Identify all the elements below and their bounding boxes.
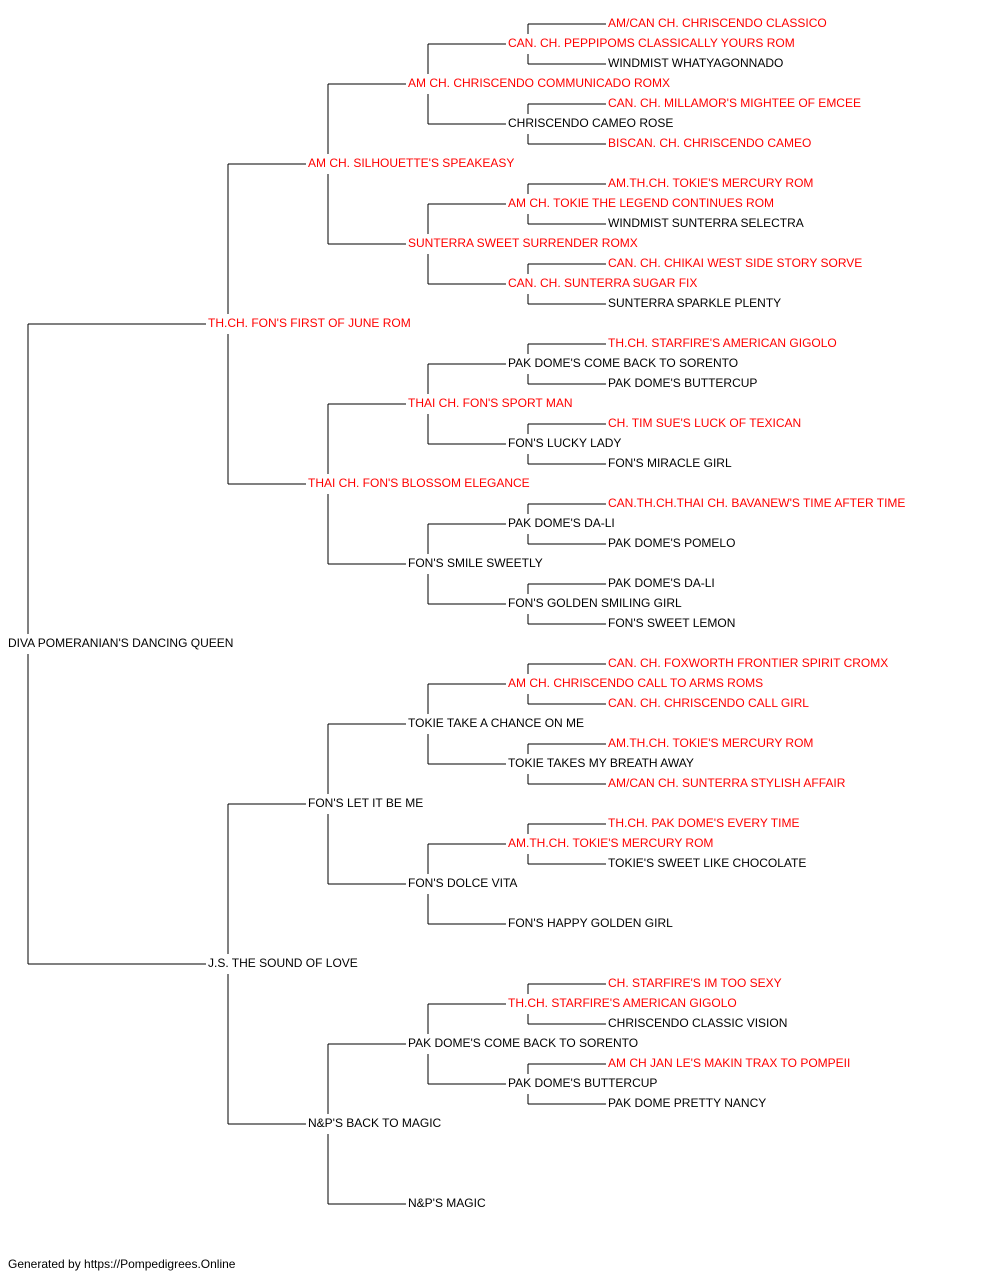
ancestor-name: FON'S HAPPY GOLDEN GIRL bbox=[508, 916, 673, 930]
ancestor-name: FON'S GOLDEN SMILING GIRL bbox=[508, 596, 682, 610]
ancestor-name: TOKIE'S SWEET LIKE CHOCOLATE bbox=[608, 856, 807, 870]
ancestor-name: FON'S DOLCE VITA bbox=[408, 876, 518, 890]
ancestor-name: BISCAN. CH. CHRISCENDO CAMEO bbox=[608, 136, 812, 150]
ancestor-name: CHRISCENDO CAMEO ROSE bbox=[508, 116, 674, 130]
ancestor-name: AM/CAN CH. SUNTERRA STYLISH AFFAIR bbox=[608, 776, 846, 790]
ancestor-name: SUNTERRA SPARKLE PLENTY bbox=[608, 296, 782, 310]
footer-credit: Generated by https://Pompedigrees.Online bbox=[8, 1257, 236, 1271]
ancestor-name: FON'S SWEET LEMON bbox=[608, 616, 736, 630]
ancestor-name: FON'S MIRACLE GIRL bbox=[608, 456, 732, 470]
ancestor-name: CAN. CH. MILLAMOR'S MIGHTEE OF EMCEE bbox=[608, 96, 861, 110]
ancestor-name: WINDMIST SUNTERRA SELECTRA bbox=[608, 216, 804, 230]
ancestor-name: CAN. CH. PEPPIPOMS CLASSICALLY YOURS ROM bbox=[508, 36, 795, 50]
ancestor-name: THAI CH. FON'S BLOSSOM ELEGANCE bbox=[308, 476, 530, 490]
ancestor-name: AM/CAN CH. CHRISCENDO CLASSICO bbox=[608, 16, 827, 30]
ancestor-name: CAN. CH. FOXWORTH FRONTIER SPIRIT CROMX bbox=[608, 656, 889, 670]
ancestor-name: TH.CH. FON'S FIRST OF JUNE ROM bbox=[208, 316, 411, 330]
ancestor-name: AM CH JAN LE'S MAKIN TRAX TO POMPEII bbox=[608, 1056, 851, 1070]
ancestor-name: N&P'S BACK TO MAGIC bbox=[308, 1116, 442, 1130]
ancestor-name: PAK DOME'S DA-LI bbox=[508, 516, 615, 530]
ancestor-name: TH.CH. STARFIRE'S AMERICAN GIGOLO bbox=[508, 996, 737, 1010]
ancestor-name: AM CH. SILHOUETTE'S SPEAKEASY bbox=[308, 156, 515, 170]
ancestor-name: THAI CH. FON'S SPORT MAN bbox=[408, 396, 573, 410]
ancestor-name: SUNTERRA SWEET SURRENDER ROMX bbox=[408, 236, 638, 250]
ancestor-name: AM CH. CHRISCENDO COMMUNICADO ROMX bbox=[408, 76, 671, 90]
ancestor-name: PAK DOME'S BUTTERCUP bbox=[508, 1076, 658, 1090]
ancestor-name: TH.CH. PAK DOME'S EVERY TIME bbox=[608, 816, 800, 830]
ancestor-name: FON'S LET IT BE ME bbox=[308, 796, 424, 810]
ancestor-name: AM.TH.CH. TOKIE'S MERCURY ROM bbox=[608, 176, 814, 190]
ancestor-name: TH.CH. STARFIRE'S AMERICAN GIGOLO bbox=[608, 336, 837, 350]
ancestor-name: AM CH. TOKIE THE LEGEND CONTINUES ROM bbox=[508, 196, 775, 210]
ancestor-name: J.S. THE SOUND OF LOVE bbox=[208, 956, 358, 970]
ancestor-name: TOKIE TAKE A CHANCE ON ME bbox=[408, 716, 585, 730]
subject-dog-name: DIVA POMERANIAN'S DANCING QUEEN bbox=[8, 636, 234, 650]
ancestor-name: PAK DOME'S DA-LI bbox=[608, 576, 715, 590]
ancestor-name: N&P'S MAGIC bbox=[408, 1196, 486, 1210]
ancestor-name: AM CH. CHRISCENDO CALL TO ARMS ROMS bbox=[508, 676, 764, 690]
ancestor-name: CAN. CH. CHIKAI WEST SIDE STORY SORVE bbox=[608, 256, 863, 270]
ancestor-name: CHRISCENDO CLASSIC VISION bbox=[608, 1016, 788, 1030]
ancestor-name: PAK DOME PRETTY NANCY bbox=[608, 1096, 767, 1110]
ancestor-name: CH. TIM SUE'S LUCK OF TEXICAN bbox=[608, 416, 802, 430]
ancestor-name: PAK DOME'S BUTTERCUP bbox=[608, 376, 758, 390]
ancestor-name: CAN. CH. SUNTERRA SUGAR FIX bbox=[508, 276, 698, 290]
ancestor-name: PAK DOME'S POMELO bbox=[608, 536, 736, 550]
ancestor-name: FON'S SMILE SWEETLY bbox=[408, 556, 543, 570]
ancestor-name: CAN. CH. CHRISCENDO CALL GIRL bbox=[608, 696, 809, 710]
ancestor-name: CH. STARFIRE'S IM TOO SEXY bbox=[608, 976, 782, 990]
ancestor-name: WINDMIST WHATYAGONNADO bbox=[608, 56, 784, 70]
ancestor-name: AM.TH.CH. TOKIE'S MERCURY ROM bbox=[508, 836, 714, 850]
ancestor-name: TOKIE TAKES MY BREATH AWAY bbox=[508, 756, 694, 770]
ancestor-name: PAK DOME'S COME BACK TO SORENTO bbox=[408, 1036, 639, 1050]
ancestor-name: AM.TH.CH. TOKIE'S MERCURY ROM bbox=[608, 736, 814, 750]
ancestor-name: CAN.TH.CH.THAI CH. BAVANEW'S TIME AFTER … bbox=[608, 496, 906, 510]
ancestor-name: FON'S LUCKY LADY bbox=[508, 436, 622, 450]
ancestor-name: PAK DOME'S COME BACK TO SORENTO bbox=[508, 356, 739, 370]
